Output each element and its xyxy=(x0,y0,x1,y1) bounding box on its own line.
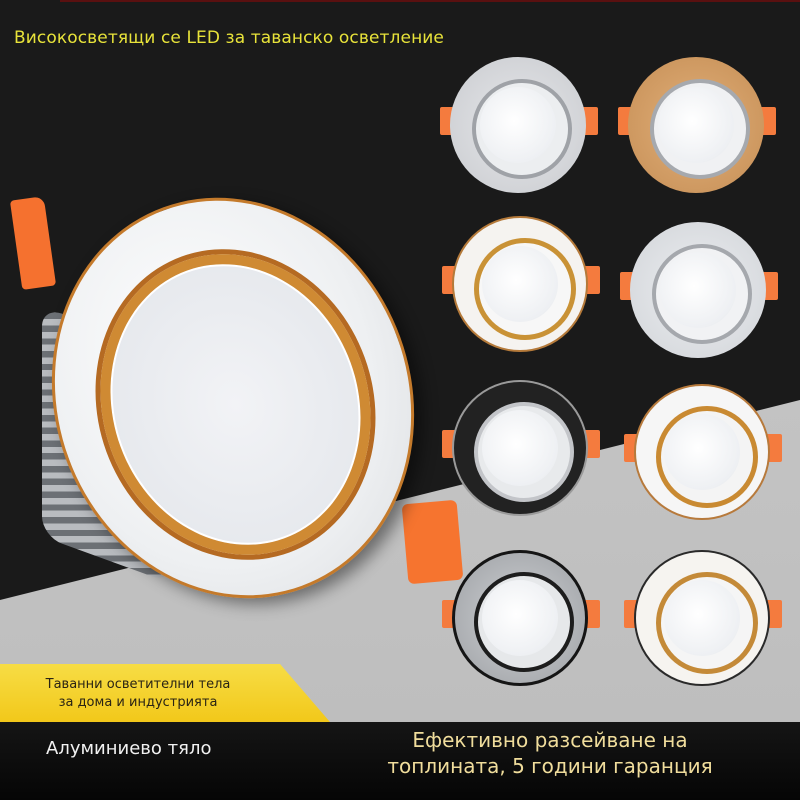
variant-pearl-silver xyxy=(620,222,778,358)
feature-line-1: Ефективно разсейване на xyxy=(412,728,688,752)
yellow-banner xyxy=(0,664,330,722)
feature-line-2: топлината, 5 години гаранция xyxy=(387,754,713,778)
footer-bar xyxy=(0,722,800,800)
variant-black-chrome xyxy=(442,380,600,516)
top-accent-line xyxy=(60,0,800,2)
variant-silver xyxy=(440,57,598,193)
banner-text: Таванни осветителни тела за дома и индус… xyxy=(38,676,238,712)
banner-line-1: Таванни осветителни тела xyxy=(45,677,231,692)
feature-heat-dissipation-warranty: Ефективно разсейване на топлината, 5 год… xyxy=(335,727,765,779)
variant-white-gold xyxy=(624,384,782,520)
variant-white-gold-floral xyxy=(442,216,600,352)
banner-line-2: за дома и индустрията xyxy=(58,695,218,710)
page-title: Високосветящи се LED за таванско осветле… xyxy=(14,28,444,48)
hero-downlight-image xyxy=(0,146,470,650)
variant-black-brushed-steel xyxy=(442,550,600,686)
feature-aluminum-body: Алуминиево тяло xyxy=(46,738,212,759)
variant-white-gold-swirl xyxy=(624,550,782,686)
variant-champagne-gold xyxy=(618,57,776,193)
